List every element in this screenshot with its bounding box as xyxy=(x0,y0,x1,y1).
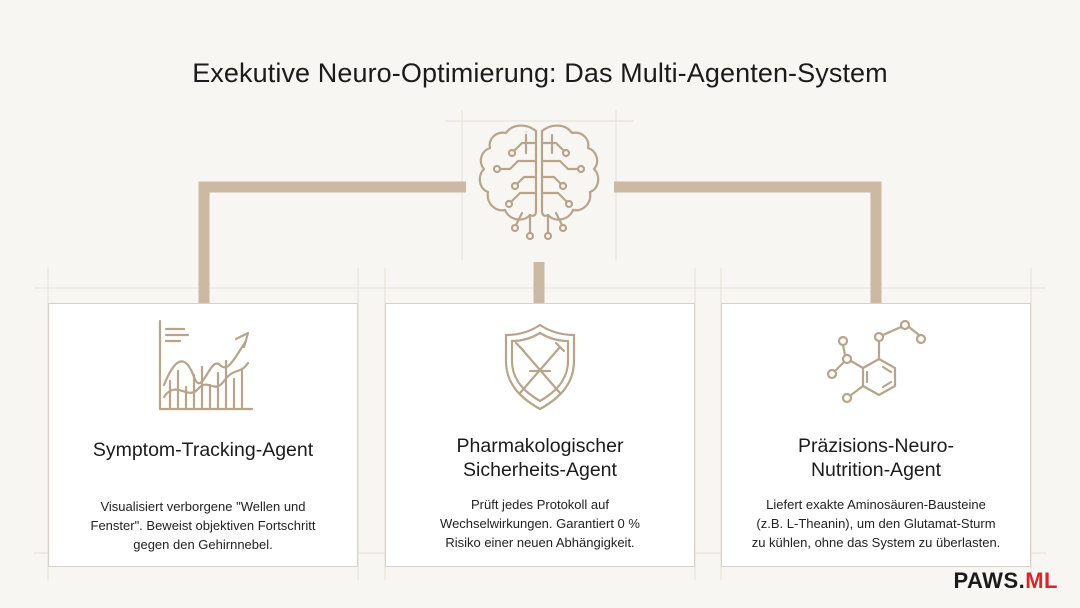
diagram-title: Exekutive Neuro-Optimierung: Das Multi-A… xyxy=(192,58,888,88)
connector-left xyxy=(198,181,466,303)
agent-description-line: gegen den Gehirnnebel. xyxy=(133,537,273,552)
agent-description-line: zu kühlen, ohne das System zu überlasten… xyxy=(751,535,1001,550)
connector-right xyxy=(614,181,882,303)
agent-description-line: (z.B. L-Theanin), um den Glutamat-Sturm xyxy=(756,516,996,531)
agent-card-precision-neuro-nutrition: Präzisions-Neuro- Nutrition-Agent Liefer… xyxy=(721,303,1031,567)
brain-circuit-icon xyxy=(460,113,618,253)
agent-title-line: Sicherheits-Agent xyxy=(463,459,617,481)
brand-suffix: ML xyxy=(1025,568,1058,593)
agent-description: Prüft jedes Protokoll auf Wechselwirkung… xyxy=(404,495,676,552)
agent-description-line: Prüft jedes Protokoll auf xyxy=(470,497,610,512)
agent-description: Liefert exakte Aminosäuren-Bausteine (z.… xyxy=(740,495,1012,552)
brand-prefix: PAWS. xyxy=(953,568,1026,593)
agent-description-line: Visualisiert verborgene "Wellen und xyxy=(100,499,306,514)
agent-card-symptom-tracking: Symptom-Tracking-Agent Visualisiert verb… xyxy=(48,303,358,567)
brand-logo: PAWS.ML xyxy=(953,568,1058,594)
shield-cross-icon xyxy=(386,310,694,420)
agent-title-line: Präzisions-Neuro- xyxy=(797,435,955,457)
agent-description-line: Wechselwirkungen. Garantiert 0 % xyxy=(440,516,640,531)
agent-title-line: Symptom-Tracking-Agent xyxy=(92,439,314,461)
agent-description-line: Liefert exakte Aminosäuren-Bausteine xyxy=(766,497,986,512)
agent-card-pharmacological-safety: Pharmakologischer Sicherheits-Agent Prüf… xyxy=(385,303,695,567)
agent-description-line: Risiko einer neuen Abhängigkeit. xyxy=(445,535,635,550)
agent-title: Pharmakologischer Sicherheits-Agent xyxy=(396,434,684,482)
agent-title-line: Nutrition-Agent xyxy=(810,459,942,481)
agent-title: Präzisions-Neuro- Nutrition-Agent xyxy=(732,434,1020,482)
agent-description-line: Fenster". Beweist objektiven Fortschritt xyxy=(90,518,316,533)
connector-lines xyxy=(198,181,882,303)
molecule-icon xyxy=(722,310,1030,420)
agent-title: Symptom-Tracking-Agent xyxy=(59,438,347,462)
agent-title-line: Pharmakologischer xyxy=(456,435,624,457)
trend-chart-icon xyxy=(49,310,357,420)
agent-description: Visualisiert verborgene "Wellen und Fens… xyxy=(67,497,339,554)
